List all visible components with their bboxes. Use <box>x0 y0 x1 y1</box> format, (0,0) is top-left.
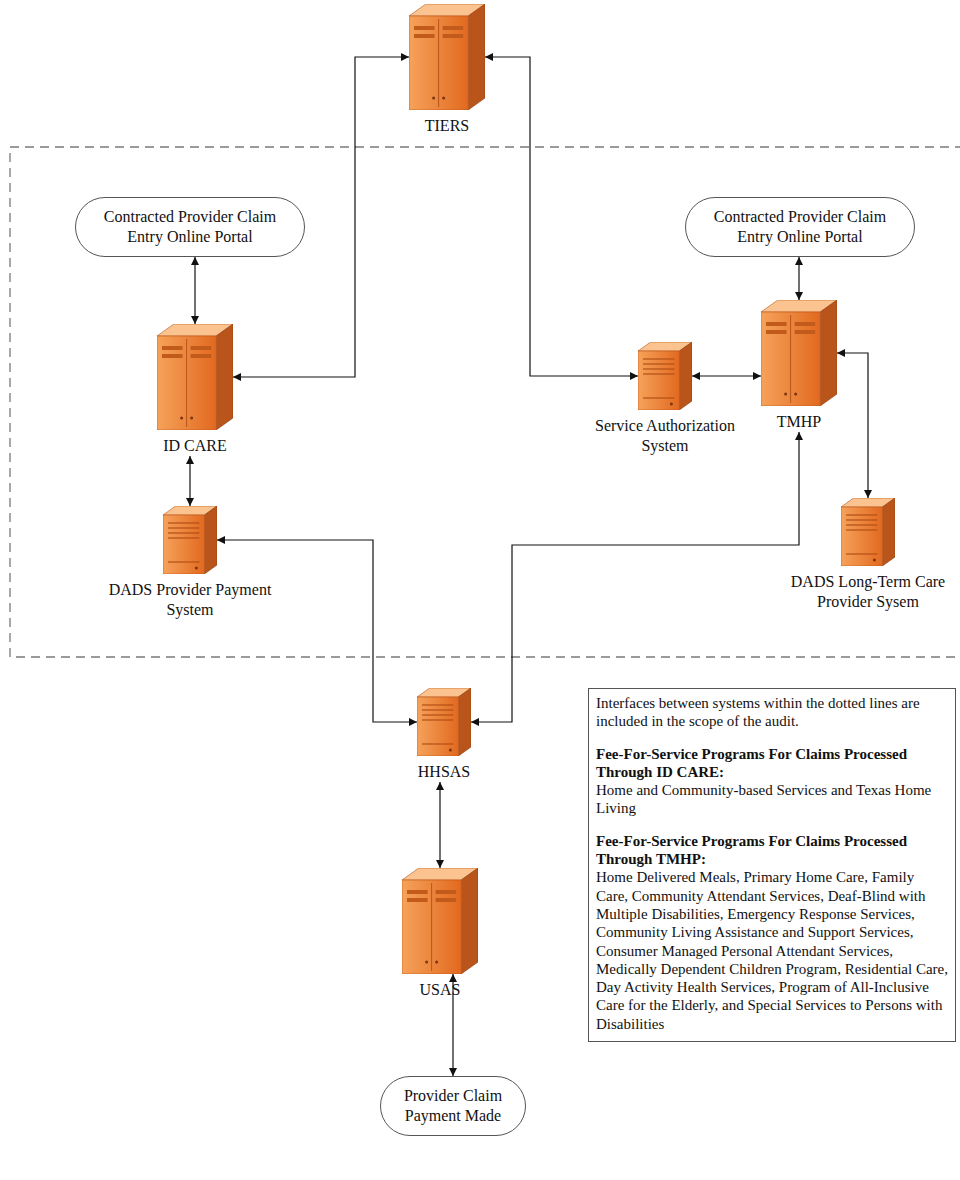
node-label: Contracted Provider Claim Entry Online P… <box>698 207 902 247</box>
interface-connector <box>837 353 868 498</box>
server-icon <box>417 688 471 756</box>
node-label: Provider Claim Payment Made <box>393 1086 513 1126</box>
note-box: Interfaces between systems within the do… <box>588 688 956 1042</box>
server-node: Service Authorization System <box>580 342 750 456</box>
interface-connector <box>798 257 799 300</box>
node-label: HHSAS <box>389 762 499 782</box>
server-node: DADS Provider Payment System <box>93 506 288 620</box>
interface-connector <box>471 432 799 722</box>
note-text: Interfaces between systems within the do… <box>596 694 948 731</box>
interface-connector <box>439 782 440 868</box>
server-icon <box>163 506 217 574</box>
note-text: Home and Community-based Services and Te… <box>596 781 948 818</box>
portal-box: Contracted Provider Claim Entry Online P… <box>685 197 915 257</box>
server-icon <box>409 4 485 110</box>
portal-box: Provider Claim Payment Made <box>380 1076 526 1136</box>
server-icon <box>841 498 895 566</box>
note-text: Fee-For-Service Programs For Claims Proc… <box>596 745 948 782</box>
node-label: DADS Long-Term Care Provider Sysem <box>782 572 954 612</box>
interface-connector <box>189 456 190 506</box>
node-label: Contracted Provider Claim Entry Online P… <box>88 207 292 247</box>
node-label: USAS <box>385 980 495 1000</box>
node-label: TIERS <box>387 116 507 136</box>
interface-connector <box>194 257 195 324</box>
interface-connector <box>692 375 761 376</box>
server-node: TMHP <box>749 300 849 432</box>
server-icon <box>402 868 478 974</box>
server-node: DADS Long-Term Care Provider Sysem <box>782 498 954 612</box>
interface-connector <box>217 540 417 722</box>
server-node: USAS <box>385 868 495 1000</box>
server-node: TIERS <box>387 4 507 136</box>
node-label: Service Authorization System <box>580 416 750 456</box>
dashed-boundary <box>10 147 960 657</box>
interface-connector <box>485 57 638 376</box>
server-icon <box>638 342 692 410</box>
server-icon <box>157 324 233 430</box>
server-node: ID CARE <box>135 324 255 456</box>
node-label: TMHP <box>749 412 849 432</box>
server-node: HHSAS <box>389 688 499 782</box>
portal-box: Contracted Provider Claim Entry Online P… <box>75 197 305 257</box>
node-label: DADS Provider Payment System <box>93 580 288 620</box>
note-text: Home Delivered Meals, Primary Home Care,… <box>596 868 948 1033</box>
node-label: ID CARE <box>135 436 255 456</box>
note-text: Fee-For-Service Programs For Claims Proc… <box>596 832 948 869</box>
server-icon <box>761 300 837 406</box>
